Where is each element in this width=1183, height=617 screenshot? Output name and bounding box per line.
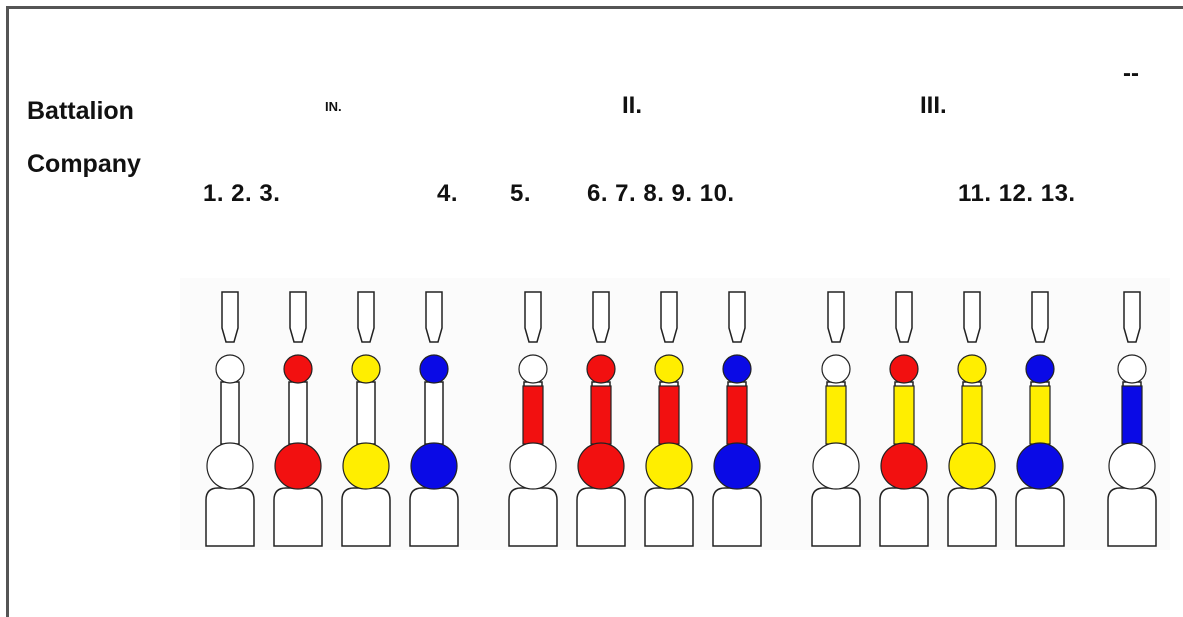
battalion-label-none: -- bbox=[1123, 60, 1139, 87]
insignia-figure-13 bbox=[1107, 291, 1157, 547]
middle-stem bbox=[356, 381, 376, 445]
large-circle bbox=[577, 442, 625, 490]
top-strap-piece bbox=[1031, 291, 1049, 343]
large-circle bbox=[342, 442, 390, 490]
large-circle bbox=[206, 442, 254, 490]
company-row-label: Company bbox=[27, 150, 141, 178]
bottom-base bbox=[1107, 487, 1157, 547]
colored-bar bbox=[522, 385, 544, 445]
insignia-figure-1 bbox=[205, 291, 255, 547]
top-strap-piece bbox=[592, 291, 610, 343]
large-circle bbox=[410, 442, 458, 490]
company-labels-11-13: 11. 12. 13. bbox=[958, 180, 1076, 207]
large-circle bbox=[948, 442, 996, 490]
large-circle bbox=[1108, 442, 1156, 490]
company-labels-1-3: 1. 2. 3. bbox=[203, 180, 281, 207]
large-circle bbox=[509, 442, 557, 490]
bottom-base bbox=[644, 487, 694, 547]
insignia-figure-4 bbox=[409, 291, 459, 547]
frame-top-border bbox=[6, 6, 1183, 9]
small-circle bbox=[1117, 354, 1147, 384]
insignia-figure-2 bbox=[273, 291, 323, 547]
large-circle bbox=[274, 442, 322, 490]
bottom-base bbox=[811, 487, 861, 547]
bottom-base bbox=[273, 487, 323, 547]
bottom-base bbox=[205, 487, 255, 547]
insignia-figure-11 bbox=[947, 291, 997, 547]
bottom-base bbox=[508, 487, 558, 547]
top-strap-piece bbox=[1123, 291, 1141, 343]
top-strap-piece bbox=[524, 291, 542, 343]
small-circle bbox=[654, 354, 684, 384]
large-circle bbox=[645, 442, 693, 490]
top-strap-piece bbox=[221, 291, 239, 343]
small-circle bbox=[1025, 354, 1055, 384]
bottom-base bbox=[1015, 487, 1065, 547]
colored-bar bbox=[658, 385, 680, 445]
small-circle bbox=[518, 354, 548, 384]
bottom-base bbox=[409, 487, 459, 547]
top-strap-piece bbox=[289, 291, 307, 343]
top-strap-piece bbox=[660, 291, 678, 343]
insignia-figure-7 bbox=[644, 291, 694, 547]
top-strap-piece bbox=[963, 291, 981, 343]
small-circle bbox=[215, 354, 245, 384]
top-strap-piece bbox=[895, 291, 913, 343]
middle-stem bbox=[424, 381, 444, 445]
bottom-base bbox=[879, 487, 929, 547]
small-circle bbox=[351, 354, 381, 384]
small-circle bbox=[957, 354, 987, 384]
large-circle bbox=[880, 442, 928, 490]
bottom-base bbox=[947, 487, 997, 547]
large-circle bbox=[1016, 442, 1064, 490]
company-label-4: 4. bbox=[437, 180, 459, 207]
battalion-label-1: IN. bbox=[325, 99, 342, 114]
company-label-5: 5. bbox=[510, 180, 532, 207]
battalion-row-label: Battalion bbox=[27, 97, 134, 125]
insignia-figure-10 bbox=[879, 291, 929, 547]
top-strap-piece bbox=[425, 291, 443, 343]
small-circle bbox=[283, 354, 313, 384]
colored-bar bbox=[893, 385, 915, 445]
large-circle bbox=[812, 442, 860, 490]
colored-bar bbox=[590, 385, 612, 445]
insignia-figure-12 bbox=[1015, 291, 1065, 547]
colored-bar bbox=[1029, 385, 1051, 445]
top-strap-piece bbox=[827, 291, 845, 343]
bottom-base bbox=[712, 487, 762, 547]
small-circle bbox=[419, 354, 449, 384]
battalion-label-2: II. bbox=[622, 92, 643, 119]
bottom-base bbox=[341, 487, 391, 547]
battalion-label-3: III. bbox=[920, 92, 947, 119]
insignia-figure-5 bbox=[508, 291, 558, 547]
company-labels-6-10: 6. 7. 8. 9. 10. bbox=[587, 180, 735, 207]
frame-left-border bbox=[6, 6, 9, 617]
top-strap-piece bbox=[728, 291, 746, 343]
small-circle bbox=[889, 354, 919, 384]
small-circle bbox=[722, 354, 752, 384]
small-circle bbox=[586, 354, 616, 384]
insignia-figure-3 bbox=[341, 291, 391, 547]
middle-stem bbox=[288, 381, 308, 445]
colored-bar bbox=[726, 385, 748, 445]
colored-bar bbox=[825, 385, 847, 445]
insignia-figure-9 bbox=[811, 291, 861, 547]
middle-stem bbox=[220, 381, 240, 445]
colored-bar bbox=[961, 385, 983, 445]
insignia-figure-8 bbox=[712, 291, 762, 547]
bottom-base bbox=[576, 487, 626, 547]
large-circle bbox=[713, 442, 761, 490]
colored-bar bbox=[1121, 385, 1143, 445]
insignia-figure-6 bbox=[576, 291, 626, 547]
top-strap-piece bbox=[357, 291, 375, 343]
small-circle bbox=[821, 354, 851, 384]
